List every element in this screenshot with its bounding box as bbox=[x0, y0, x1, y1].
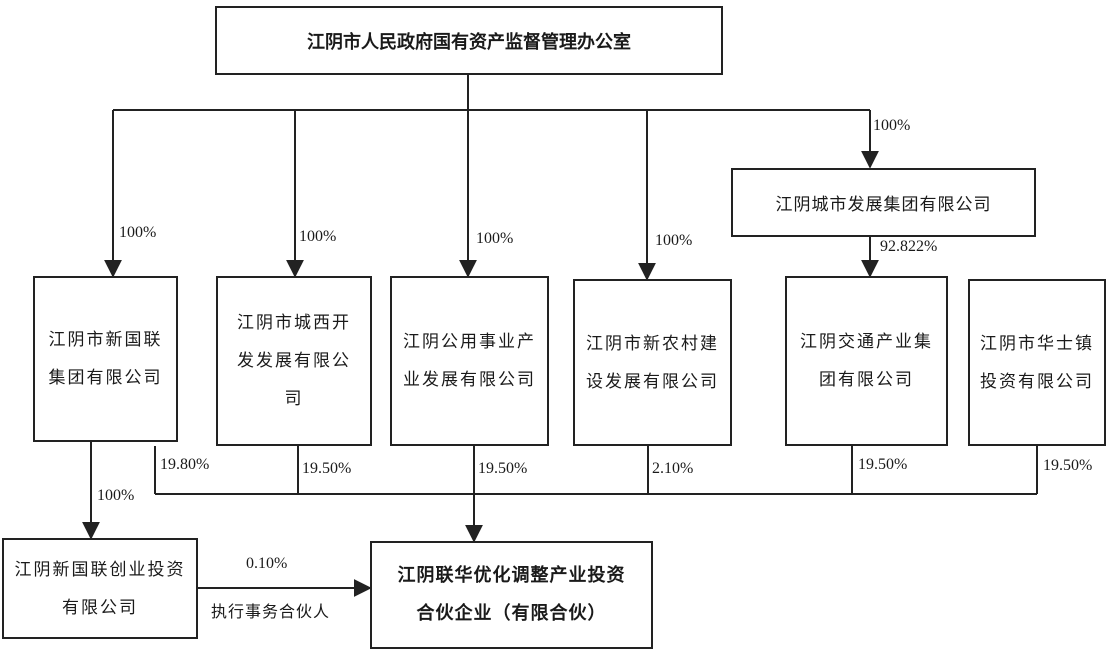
box-huashi: 江阴市华士镇投资有限公司 bbox=[968, 279, 1106, 446]
box-chengxi-label: 江阴市城西开发发展有限公司 bbox=[237, 313, 351, 409]
box-gp: 江阴新国联创业投资有限公司 bbox=[2, 538, 198, 639]
box-city-development: 江阴城市发展集团有限公司 bbox=[731, 168, 1036, 237]
box-huashi-label: 江阴市华士镇投资有限公司 bbox=[980, 333, 1094, 392]
box-city-development-label: 江阴城市发展集团有限公司 bbox=[775, 195, 992, 215]
share-xinnongcun: 2.10% bbox=[652, 460, 694, 477]
share-jiaotong: 19.50% bbox=[858, 456, 908, 473]
box-xinnongcun: 江阴市新农村建设发展有限公司 bbox=[573, 279, 732, 446]
box-top-label: 江阴市人民政府国有资产监督管理办公室 bbox=[307, 31, 631, 53]
box-xinguolian: 江阴市新国联集团有限公司 bbox=[33, 276, 178, 442]
pct-xinnongcun: 100% bbox=[655, 232, 693, 249]
box-gongyong: 江阴公用事业产业发展有限公司 bbox=[390, 276, 549, 446]
box-xinguolian-label: 江阴市新国联集团有限公司 bbox=[48, 330, 163, 388]
box-xinnongcun-label: 江阴市新农村建设发展有限公司 bbox=[586, 333, 719, 392]
share-chengxi: 19.50% bbox=[302, 460, 352, 477]
box-gp-label: 江阴新国联创业投资有限公司 bbox=[14, 559, 186, 618]
pct-gp-owner: 100% bbox=[97, 487, 135, 504]
pct-chengxi: 100% bbox=[299, 228, 337, 245]
pct-gongyong: 100% bbox=[476, 230, 514, 247]
gp-role-label: 执行事务合伙人 bbox=[211, 602, 331, 621]
pct-xinguolian: 100% bbox=[119, 224, 157, 241]
pct-citydev: 100% bbox=[873, 117, 911, 134]
box-jiaotong: 江阴交通产业集团有限公司 bbox=[785, 276, 948, 446]
share-gongyong: 19.50% bbox=[478, 460, 528, 477]
box-fund-label: 江阴联华优化调整产业投资合伙企业（有限合伙） bbox=[397, 565, 626, 624]
share-xinguolian: 19.80% bbox=[160, 456, 210, 473]
share-huashi: 19.50% bbox=[1043, 457, 1093, 474]
box-gongyong-label: 江阴公用事业产业发展有限公司 bbox=[403, 332, 536, 390]
pct-jiaotong: 92.822% bbox=[880, 238, 938, 255]
box-jiaotong-label: 江阴交通产业集团有限公司 bbox=[800, 332, 933, 390]
share-gp: 0.10% bbox=[246, 555, 288, 572]
box-top-sasac: 江阴市人民政府国有资产监督管理办公室 bbox=[215, 6, 723, 75]
box-fund: 江阴联华优化调整产业投资合伙企业（有限合伙） bbox=[370, 541, 653, 649]
box-chengxi: 江阴市城西开发发展有限公司 bbox=[216, 276, 372, 446]
